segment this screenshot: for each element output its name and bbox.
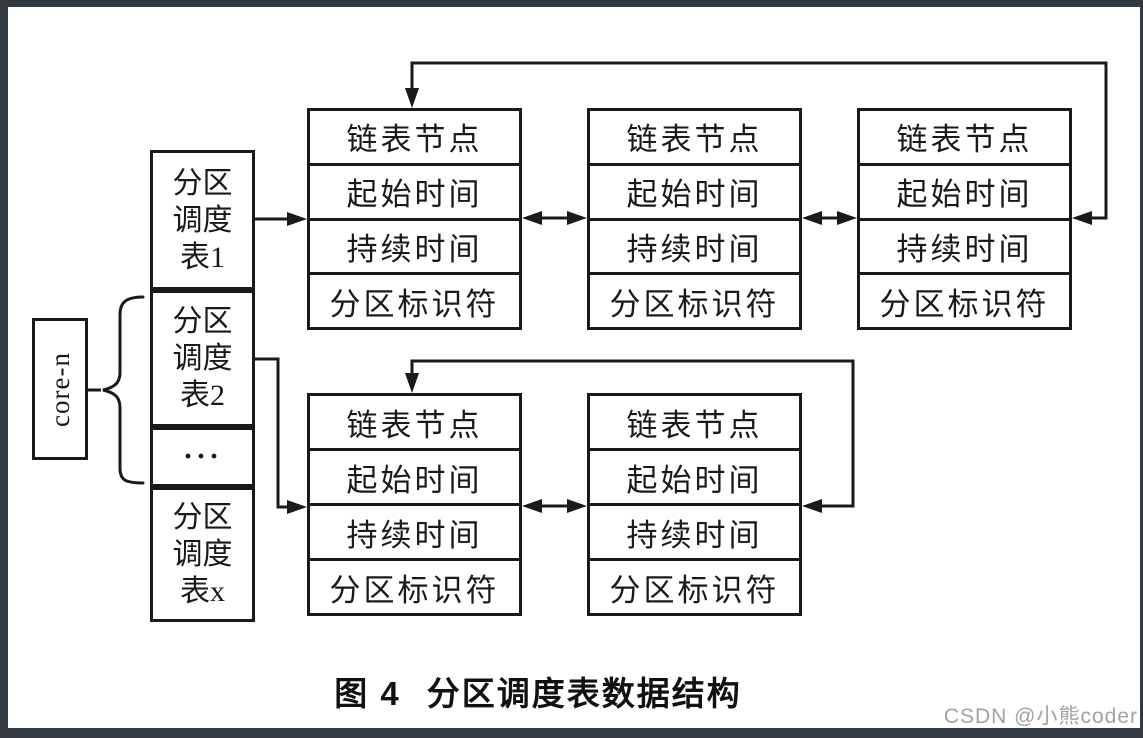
figure-number: 图 4 xyxy=(334,675,401,712)
node-field-partition-id: 分区标识符 xyxy=(590,558,799,613)
list-node-top-1: 链表节点 起始时间 持续时间 分区标识符 xyxy=(307,108,522,330)
node-field-start-time: 起始时间 xyxy=(310,448,519,503)
node-field-link: 链表节点 xyxy=(346,407,483,443)
node-field-start-time: 起始时间 xyxy=(590,448,799,503)
figure-caption: 图 4 分区调度表数据结构 xyxy=(278,667,798,715)
watermark: CSDN @小熊coder xyxy=(943,705,1138,728)
schedule-table-1-label: 分区调度表1 xyxy=(172,166,233,274)
node-field-link: 链表节点 xyxy=(896,122,1033,158)
node-field-start-time: 起始时间 xyxy=(590,162,799,218)
node-field-start-time: 起始时间 xyxy=(860,162,1069,218)
schedule-table-x: 分区调度表x xyxy=(150,487,255,622)
node-field-duration: 持续时间 xyxy=(310,503,519,558)
node-field-partition-id: 分区标识符 xyxy=(590,272,799,327)
node-field-link: 链表节点 xyxy=(626,122,763,158)
schedule-table-2: 分区调度表2 xyxy=(150,290,255,427)
figure-title: 分区调度表数据结构 xyxy=(426,675,742,712)
node-field-partition-id: 分区标识符 xyxy=(310,558,519,613)
schedule-table-1: 分区调度表1 xyxy=(150,150,255,290)
node-field-start-time: 起始时间 xyxy=(310,162,519,218)
schedule-table-ellipsis: ··· xyxy=(150,427,255,487)
node-field-duration: 持续时间 xyxy=(860,217,1069,273)
schedule-table-2-label: 分区调度表2 xyxy=(172,305,233,412)
node-field-duration: 持续时间 xyxy=(590,503,799,558)
node-field-duration: 持续时间 xyxy=(310,217,519,273)
node-field-link: 链表节点 xyxy=(346,122,483,158)
node-field-link: 链表节点 xyxy=(626,407,763,443)
ellipsis-label: ··· xyxy=(182,440,222,473)
list-node-top-3: 链表节点 起始时间 持续时间 分区标识符 xyxy=(857,108,1072,330)
node-field-partition-id: 分区标识符 xyxy=(310,272,519,327)
node-field-partition-id: 分区标识符 xyxy=(860,272,1069,327)
list-node-bottom-2: 链表节点 起始时间 持续时间 分区标识符 xyxy=(587,393,802,616)
node-field-duration: 持续时间 xyxy=(590,217,799,273)
list-node-bottom-1: 链表节点 起始时间 持续时间 分区标识符 xyxy=(307,393,522,616)
core-label: core-n xyxy=(44,351,75,427)
schedule-table-x-label: 分区调度表x xyxy=(172,501,233,608)
core-box: core-n xyxy=(32,318,88,460)
list-node-top-2: 链表节点 起始时间 持续时间 分区标识符 xyxy=(587,108,802,330)
